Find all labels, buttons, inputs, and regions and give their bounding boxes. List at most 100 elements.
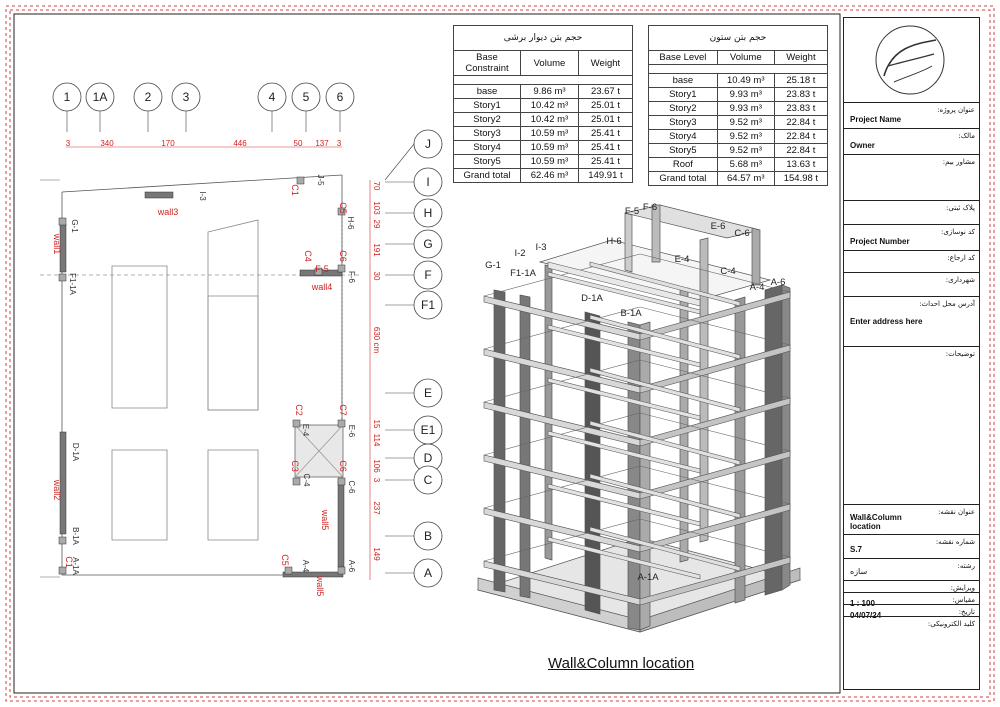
axis-label: 5 — [303, 90, 310, 104]
table-cell: 10.59 m³ — [520, 140, 579, 155]
dimension-label: 103 — [372, 201, 381, 215]
table-cell: 5.68 m³ — [716, 157, 775, 172]
iso-element-label: G-1 — [485, 260, 501, 271]
table-cell: 25.41 t — [577, 140, 634, 155]
column-label: A-6 — [347, 560, 356, 573]
element-tag: C1 — [64, 556, 74, 568]
title-block-label: ویرایش: — [950, 584, 975, 592]
table-cell: 9.93 m³ — [716, 101, 775, 116]
table-cell: 22.84 t — [773, 129, 829, 144]
title-block-row: مقیاس:1 : 100 — [844, 592, 979, 608]
title-block-row: تاریخ:04/07/24 — [844, 604, 979, 620]
table-cell: 25.01 t — [577, 112, 634, 127]
axis-label: 4 — [269, 90, 276, 104]
company-logo — [844, 18, 979, 102]
iso-element-label: F-5 — [625, 206, 639, 217]
iso-element-label: A-1A — [637, 572, 659, 583]
title-block-label: مشاور بیم: — [942, 158, 975, 166]
table-cell: 9.52 m³ — [716, 143, 775, 158]
column-header: Base Level — [648, 50, 718, 65]
dimension-label: 630 cm — [372, 327, 381, 354]
title-block-value: Project Number — [850, 237, 910, 246]
table-cell: 62.46 m³ — [520, 168, 579, 183]
title-block-row: مالک:Owner — [844, 128, 979, 154]
element-tag: C5 — [280, 554, 290, 566]
dimension-label: 149 — [372, 547, 381, 561]
title-block-label: عنوان پروژه: — [937, 106, 975, 114]
column-header: Weight — [577, 50, 634, 76]
table-cell: 64.57 m³ — [716, 171, 775, 186]
title-block-value: Wall&Column location — [850, 513, 902, 531]
dimension-label: 114 — [372, 434, 381, 447]
title-block-label: رشته: — [957, 562, 975, 570]
column-header: Volume — [716, 50, 775, 65]
axis-label: E1 — [421, 423, 436, 437]
axis-label: F1 — [421, 298, 435, 312]
table-cell: 10.42 m³ — [520, 112, 579, 127]
column-header: Base Constraint — [453, 50, 521, 76]
table-title: حجم بتن ستون — [648, 25, 828, 51]
title-block-row: عنوان نقشه:Wall&Column location — [844, 504, 979, 534]
table-cell: Story3 — [453, 126, 521, 141]
table-cell: 154.98 t — [773, 171, 829, 186]
title-block-value: Enter address here — [850, 317, 923, 326]
table-cell: 25.18 t — [773, 73, 829, 88]
dimension-label: 50 — [294, 139, 303, 148]
element-tag: C6 — [338, 250, 348, 262]
dimension-label: 237 — [372, 501, 381, 515]
dimension-label: 191 — [372, 243, 381, 257]
title-block-value: سازه — [850, 567, 868, 576]
column-label: F1-1A — [68, 273, 77, 295]
table-cell: 25.01 t — [577, 98, 634, 113]
table-title: حجم بتن دیوار برشی — [453, 25, 633, 51]
column-label: E-6 — [347, 425, 356, 438]
table-cell: 23.83 t — [773, 87, 829, 102]
dimension-label: 170 — [161, 139, 175, 148]
element-tag: wall4 — [311, 282, 333, 292]
iso-element-label: B-1A — [620, 308, 642, 319]
table-cell: 10.49 m³ — [716, 73, 775, 88]
table-cell: Story4 — [453, 140, 521, 155]
element-tag: C6 — [338, 460, 348, 472]
title-block-label: آدرس محل احداث: — [919, 300, 975, 308]
iso-element-label: E-4 — [675, 254, 690, 265]
column-label: C-6 — [347, 481, 356, 494]
table-cell: Story1 — [648, 87, 718, 102]
axis-label: C — [424, 473, 433, 487]
title-block-row: آدرس محل احداث: Enter address here — [844, 296, 979, 346]
table-cell: Grand total — [648, 171, 718, 186]
title-block-label: پلاک ثبتی: — [946, 204, 975, 212]
axis-label: 2 — [145, 90, 152, 104]
axis-label: I — [426, 175, 429, 189]
axis-label: H — [424, 206, 433, 220]
table-cell: Roof — [648, 157, 718, 172]
title-block-value: Owner — [850, 141, 875, 150]
column-label: H-6 — [346, 217, 355, 230]
title-block-row: شهرداری: — [844, 272, 979, 296]
table-cell: 9.93 m³ — [716, 87, 775, 102]
title-block-label: شهرداری: — [945, 276, 975, 284]
column-header: Weight — [773, 50, 829, 65]
dimension-label: 29 — [372, 220, 381, 229]
column-label: I-3 — [198, 191, 207, 201]
table-cell: Story2 — [648, 101, 718, 116]
element-tag: C1 — [290, 184, 300, 196]
title-block-label: کلید الکترونیکی: — [927, 620, 975, 628]
element-tag: wall5 — [320, 509, 330, 531]
table-cell: 9.52 m³ — [716, 115, 775, 130]
title-block-label: شماره نقشه: — [935, 538, 975, 546]
iso-element-label: E-6 — [711, 221, 726, 232]
iso-element-label: I-2 — [514, 248, 525, 259]
axis-label: 1 — [64, 90, 71, 104]
iso-element-label: D-1A — [581, 293, 603, 304]
title-block-row: مشاور بیم: — [844, 154, 979, 200]
element-tag: wall3 — [157, 207, 179, 217]
